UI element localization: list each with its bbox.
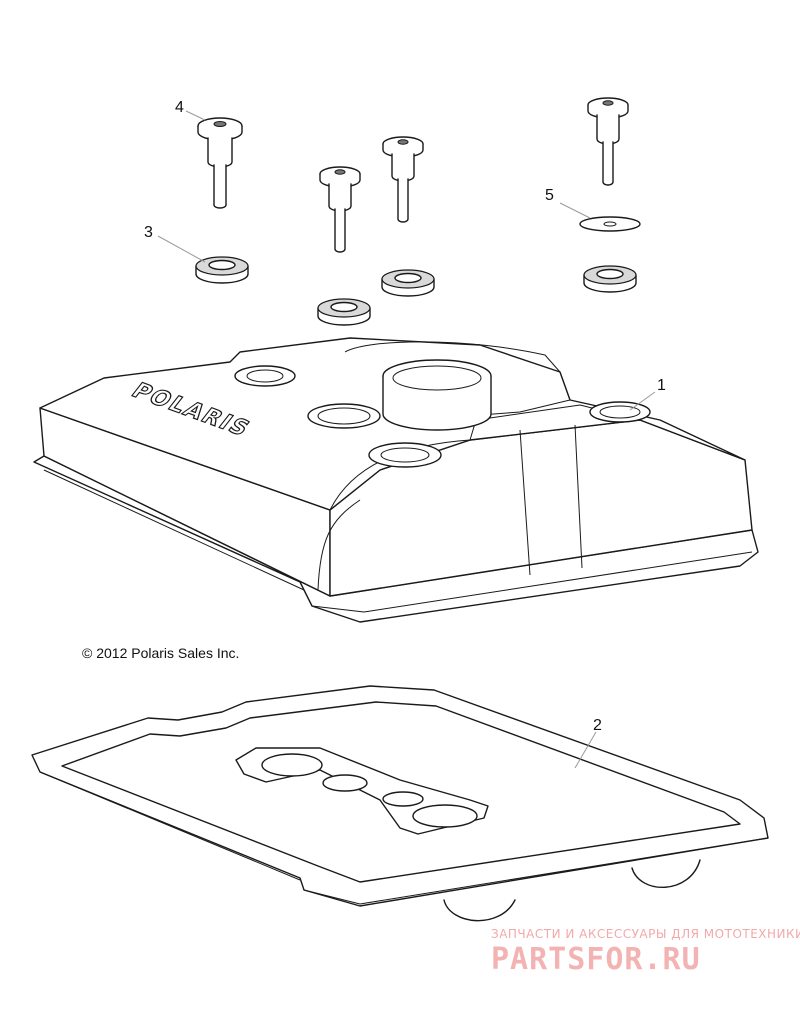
grommet-right: [583, 265, 637, 293]
watermark-caption: ЗАПЧАСТИ И АКСЕССУАРЫ ДЛЯ МОТОТЕХНИКИ: [491, 927, 800, 941]
bolt-left: [197, 117, 243, 209]
bolt-center-left: [319, 166, 361, 253]
watermark-brand: PARTSFOR.RU: [491, 942, 701, 977]
copyright-notice: © 2012 Polaris Sales Inc.: [82, 645, 240, 661]
grommet-center-left: [317, 298, 371, 326]
bolt-right: [587, 97, 629, 186]
grommet-center-right: [381, 269, 435, 297]
callout-1: 1: [657, 377, 666, 394]
grommet-left: [195, 256, 249, 284]
bolt-center-right: [382, 136, 424, 223]
callout-3: 3: [144, 224, 153, 241]
callout-2: 2: [593, 717, 602, 734]
valve-cover: POLARIS: [33, 337, 759, 623]
callout-4: 4: [175, 99, 184, 116]
gasket: [31, 685, 769, 922]
callout-5: 5: [545, 187, 554, 204]
washer: [579, 216, 641, 232]
